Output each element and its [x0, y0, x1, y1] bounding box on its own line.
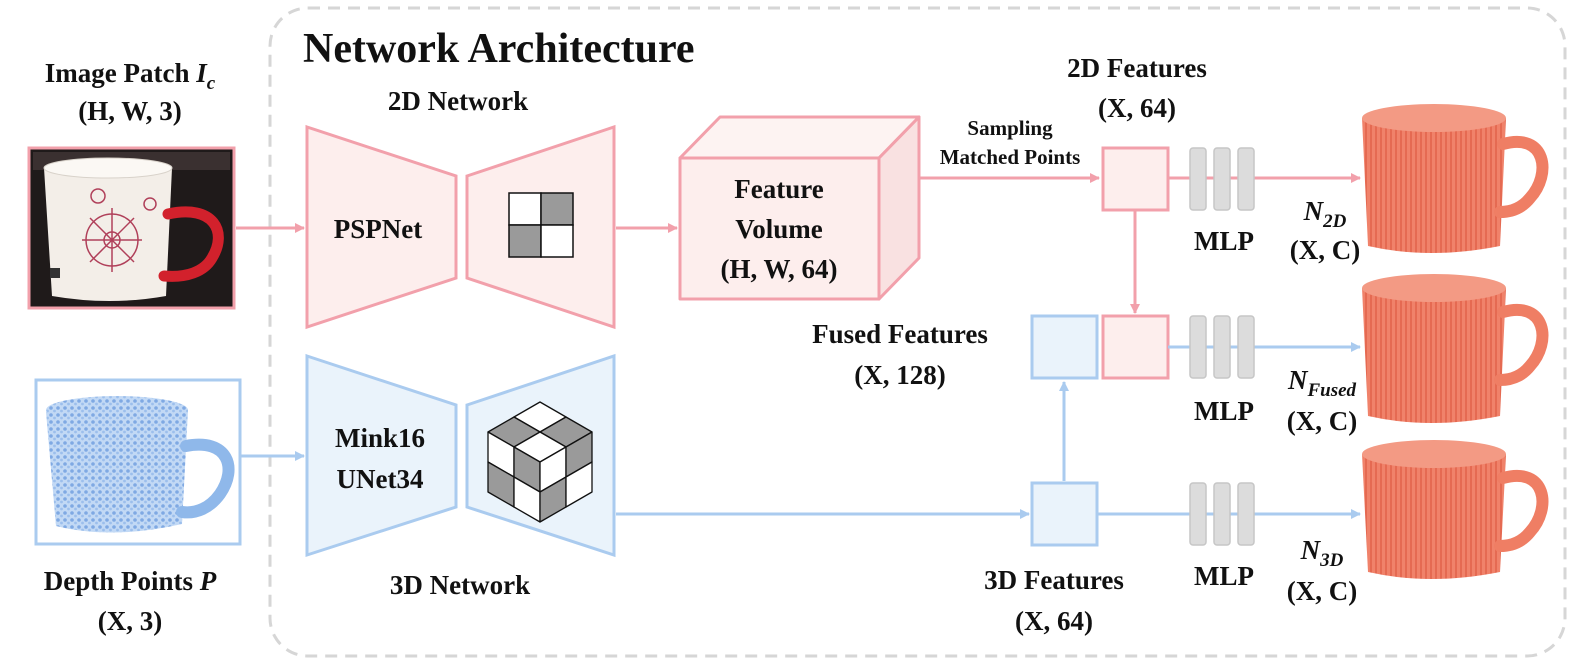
depth-points-shape: (X, 3): [98, 606, 162, 636]
sampling-label-line2: Matched Points: [940, 145, 1081, 169]
features-2d-label: 2D Features: [1067, 53, 1207, 83]
output-fused-shape: (X, C): [1287, 406, 1357, 436]
feature-volume-shape: (H, W, 64): [720, 254, 837, 284]
network-3d-encoder-line1: Mink16: [335, 423, 425, 453]
output-3d-symbol: N3D: [1300, 535, 1344, 571]
output-fused-symbol: NFused: [1287, 365, 1357, 401]
grid-2d-icon: [508, 192, 574, 258]
features-3d-shape: (X, 64): [1015, 606, 1093, 636]
network-2d-encoder-block: [305, 124, 458, 330]
features-3d-label: 3D Features: [984, 565, 1124, 595]
features-3d-square: [1030, 481, 1099, 547]
image-patch-label: Image Patch Ic: [45, 58, 216, 94]
output-cup-3d: [1362, 440, 1549, 579]
voxel-cube-icon: [487, 401, 593, 523]
fused-features-3d-half: [1030, 314, 1099, 380]
output-2d-shape: (X, C): [1290, 235, 1360, 265]
output-cup-2d: [1362, 104, 1549, 253]
image-patch-photo: [27, 146, 236, 310]
network-3d-encoder-block: [305, 353, 458, 558]
depth-points-cloud: [34, 378, 242, 546]
output-3d-shape: (X, C): [1287, 576, 1357, 606]
architecture-frame: [268, 6, 1567, 658]
output-2d-symbol: N2D: [1303, 196, 1347, 232]
network-2d-encoder-label: PSPNet: [334, 214, 422, 244]
network-3d-label: 3D Network: [390, 570, 530, 600]
fused-features-shape: (X, 128): [854, 360, 945, 390]
feature-volume-box: [678, 115, 921, 301]
feature-volume-line2: Volume: [735, 214, 823, 244]
fused-features-label: Fused Features: [812, 319, 988, 349]
features-2d-shape: (X, 64): [1098, 93, 1176, 123]
depth-points-label: Depth Points P: [44, 566, 217, 596]
network-2d-label: 2D Network: [388, 86, 528, 116]
output-cup-fused: [1362, 274, 1549, 423]
diagram-title: Network Architecture: [303, 26, 695, 72]
mlp-label-2d: MLP: [1194, 226, 1254, 256]
feature-volume-line1: Feature: [734, 174, 823, 204]
mlp-block-3d: [1189, 482, 1255, 546]
mlp-label-fused: MLP: [1194, 396, 1254, 426]
mlp-block-fused: [1189, 315, 1255, 379]
mlp-label-3d: MLP: [1194, 561, 1254, 591]
sampling-label-line1: Sampling: [967, 116, 1053, 140]
image-patch-shape: (H, W, 3): [78, 96, 182, 126]
features-2d-square: [1101, 146, 1170, 212]
network-3d-encoder-line2: UNet34: [337, 464, 424, 494]
fused-features-2d-half: [1101, 314, 1170, 380]
mlp-block-2d: [1189, 147, 1255, 211]
